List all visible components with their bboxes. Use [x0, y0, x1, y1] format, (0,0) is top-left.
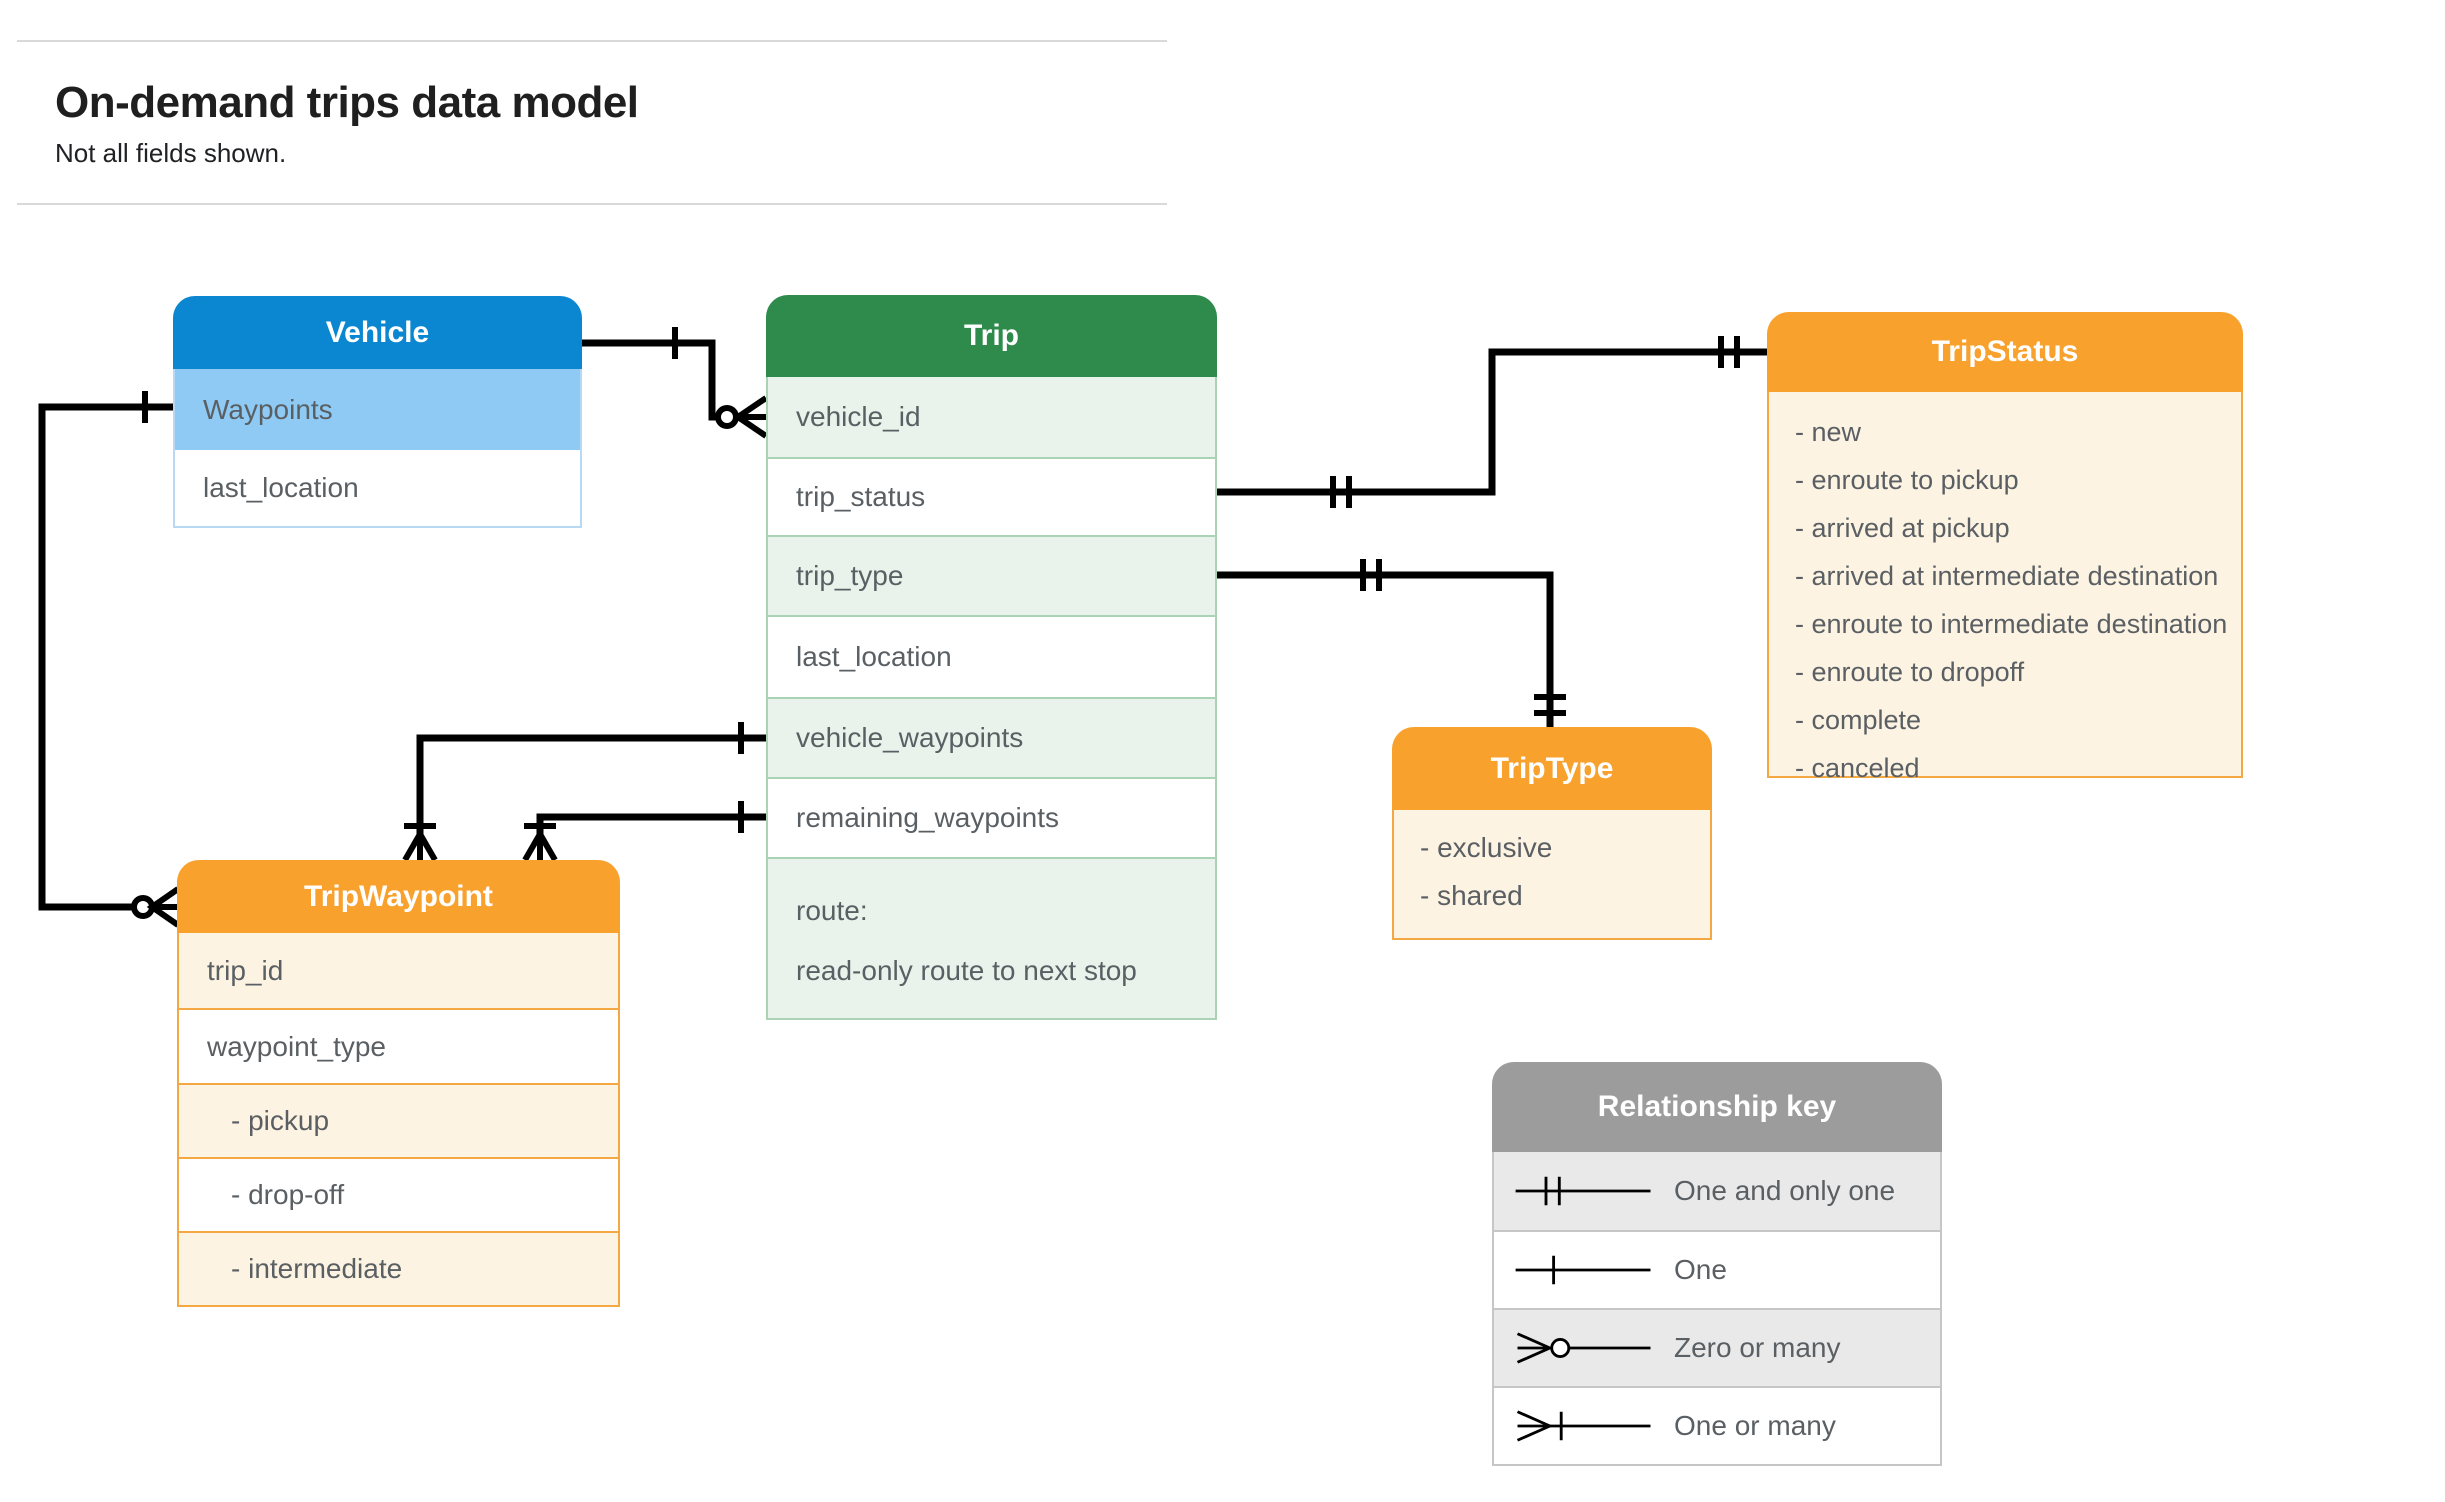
top-divider — [17, 40, 1167, 42]
enum-value: - shared — [1420, 880, 1523, 911]
enum-value: - enroute to intermediate destination — [1795, 609, 2228, 639]
one-and-only-one-marker — [1718, 336, 1740, 368]
field-vehicle-id: vehicle_id — [768, 377, 1215, 457]
enum-value-pickup: - pickup — [179, 1083, 618, 1157]
zero-or-many-icon — [1516, 1332, 1651, 1364]
enum-value-dropoff: - drop-off — [179, 1157, 618, 1231]
connector-vehicle-trip — [582, 327, 768, 439]
triptype-values: - exclusive - shared — [1392, 810, 1712, 940]
relationship-key: Relationship key One and only one One Ze… — [1492, 1062, 1942, 1466]
one-and-only-one-marker — [1360, 559, 1382, 591]
connector-trip-remaining-waypoints — [522, 801, 766, 862]
entity-trip: Trip vehicle_id trip_status trip_type la… — [766, 295, 1217, 1020]
one-and-only-one-marker — [1534, 694, 1566, 716]
field-trip-type: trip_type — [768, 535, 1215, 615]
page-title: On-demand trips data model — [55, 78, 639, 127]
field-vehicle-waypoints: vehicle_waypoints — [768, 697, 1215, 777]
one-and-only-one-marker — [1330, 476, 1352, 508]
page-subtitle: Not all fields shown. — [55, 138, 287, 168]
entity-vehicle-header: Vehicle — [173, 296, 582, 369]
field-trip-status: trip_status — [768, 457, 1215, 535]
field-route: route: read-only route to next stop — [768, 857, 1215, 1018]
enum-value: - arrived at pickup — [1795, 513, 2010, 543]
entity-tripwaypoint: TripWaypoint trip_id waypoint_type - pic… — [177, 860, 620, 1307]
entity-tripstatus: TripStatus - new - enroute to pickup - a… — [1767, 312, 2243, 783]
one-and-only-one-icon — [1515, 1176, 1651, 1206]
entity-trip-header: Trip — [766, 295, 1217, 377]
one-or-many-marker — [522, 823, 558, 862]
entity-tripwaypoint-header: TripWaypoint — [177, 860, 620, 933]
enum-value: - complete — [1795, 705, 1922, 735]
legend-row-one-or-many: One or many — [1494, 1386, 1940, 1464]
field-remaining-waypoints: remaining_waypoints — [768, 777, 1215, 857]
field-last-location: last_location — [768, 615, 1215, 697]
field-waypoints: Waypoints — [175, 369, 580, 450]
enum-value-intermediate: - intermediate — [179, 1231, 618, 1305]
enum-value: - enroute to pickup — [1795, 465, 2019, 495]
relationship-key-header: Relationship key — [1492, 1062, 1942, 1152]
one-icon — [1515, 1255, 1651, 1285]
tripstatus-values: - new - enroute to pickup - arrived at p… — [1767, 392, 2243, 783]
field-waypoint-type: waypoint_type — [179, 1008, 618, 1083]
enum-value: - arrived at intermediate destination — [1795, 561, 2219, 591]
zero-or-many-marker — [131, 886, 180, 928]
connector-trip-triptype — [1217, 559, 1566, 727]
enum-value: - canceled — [1795, 753, 1920, 783]
connector-trip-vehicle-waypoints — [402, 722, 766, 862]
legend-row-one: One — [1494, 1230, 1940, 1308]
enum-value: - exclusive — [1420, 832, 1553, 863]
legend-row-zero-or-many: Zero or many — [1494, 1308, 1940, 1386]
field-trip-id: trip_id — [179, 933, 618, 1008]
one-or-many-marker — [402, 823, 438, 862]
title-divider — [17, 203, 1167, 205]
legend-row-one-and-only-one: One and only one — [1494, 1152, 1940, 1230]
entity-triptype: TripType - exclusive - shared — [1392, 727, 1712, 940]
entity-tripstatus-header: TripStatus — [1767, 312, 2243, 392]
one-or-many-icon — [1516, 1410, 1651, 1442]
connector-trip-tripstatus — [1217, 336, 1767, 508]
connector-vehicle-waypoints-tripwaypoint — [38, 391, 180, 928]
entity-triptype-header: TripType — [1392, 727, 1712, 810]
enum-value: - new — [1795, 417, 1862, 447]
enum-value: - enroute to dropoff — [1795, 657, 2025, 687]
entity-vehicle: Vehicle Waypoints last_location — [173, 296, 582, 528]
zero-or-many-marker — [715, 395, 768, 439]
field-last-location: last_location — [175, 450, 580, 526]
